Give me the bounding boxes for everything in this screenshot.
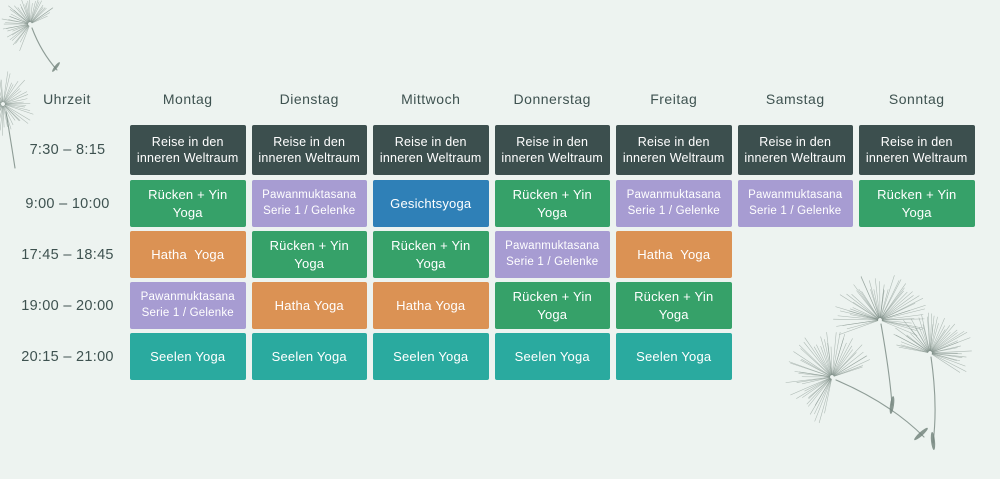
schedule-cell: Hatha Yoga [251,282,367,329]
schedule-cell: Pawanmuktasana Serie 1 / Gelenke [494,231,610,278]
schedule-cell: Rücken + Yin Yoga [494,282,610,329]
day-header-samstag: Samstag [765,91,825,107]
schedule-cell: Reise in den inneren Weltraum [130,125,246,175]
day-header-freitag: Freitag [650,91,698,107]
dandelion-decoration-bottom-right [785,275,972,450]
schedule-cell: Pawanmuktasana Serie 1 / Gelenke [616,180,732,227]
schedule-cell: Pawanmuktasana Serie 1 / Gelenke [737,180,853,227]
schedule-cell: Rücken + Yin Yoga [130,180,246,227]
schedule-cell: Seelen Yoga [373,333,489,380]
schedule-cell: Rücken + Yin Yoga [251,231,367,278]
time-column-header: Uhrzeit [43,91,91,107]
schedule-cell: Pawanmuktasana Serie 1 / Gelenke [251,180,367,227]
schedule-cell: Pawanmuktasana Serie 1 / Gelenke [130,282,246,329]
day-header-mittwoch: Mittwoch [401,91,461,107]
schedule-cell: Seelen Yoga [616,333,732,380]
schedule-cell: Gesichtsyoga [373,180,489,227]
schedule-cell: Hatha Yoga [616,231,732,278]
schedule-cell: Seelen Yoga [130,333,246,380]
time-label: 7:30 – 8:15 [29,142,106,158]
schedule-cell: Seelen Yoga [494,333,610,380]
schedule-cell: Rücken + Yin Yoga [373,231,489,278]
schedule-cell: Reise in den inneren Weltraum [737,125,853,175]
schedule-cell: Hatha Yoga [373,282,489,329]
time-label: 19:00 – 20:00 [21,297,114,314]
schedule-cell: Reise in den inneren Weltraum [251,125,367,175]
time-label: 20:15 – 21:00 [21,348,114,365]
schedule-cell: Seelen Yoga [251,333,367,380]
time-label: 17:45 – 18:45 [21,246,114,263]
schedule-cell: Reise in den inneren Weltraum [616,125,732,175]
schedule-cell: Rücken + Yin Yoga [859,180,975,227]
time-label: 9:00 – 10:00 [25,195,110,212]
schedule-cell: Reise in den inneren Weltraum [373,125,489,175]
day-header-donnerstag: Donnerstag [513,91,591,107]
schedule-cell: Rücken + Yin Yoga [616,282,732,329]
day-header-montag: Montag [162,91,213,107]
schedule-cell: Rücken + Yin Yoga [494,180,610,227]
schedule-cell: Reise in den inneren Weltraum [494,125,610,175]
day-header-dienstag: Dienstag [279,91,339,107]
schedule-cell: Hatha Yoga [130,231,246,278]
day-header-sonntag: Sonntag [888,91,945,107]
schedule-cell: Reise in den inneren Weltraum [859,125,975,175]
